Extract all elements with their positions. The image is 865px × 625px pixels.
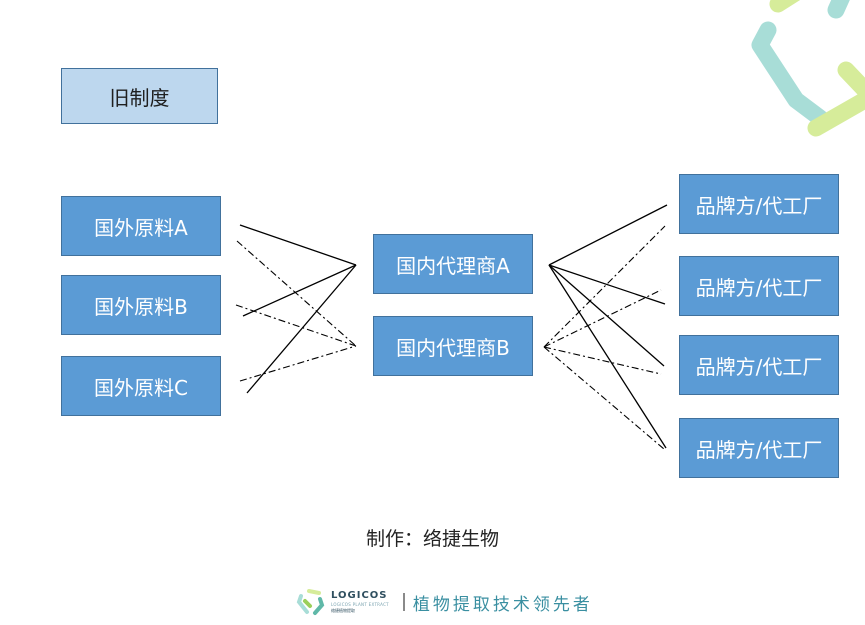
line-agent-a-brand-2	[548, 264, 666, 305]
supplier-label: 国外原料C	[94, 375, 188, 400]
footer-slogan: 植物提取技术领先者	[412, 594, 593, 615]
supplier-box-c: 国外原料C	[61, 356, 221, 416]
line-supplier-b-agent-b	[235, 304, 357, 347]
line-agent-b-brand-3	[543, 346, 662, 375]
supplier-box-b: 国外原料B	[61, 275, 221, 335]
line-agent-b-brand-4	[543, 346, 665, 450]
logo-subtitle: LOGICOS PLANT EXTRACT	[331, 602, 389, 607]
line-supplier-c-agent-b	[239, 345, 357, 382]
line-agent-b-brand-1	[543, 225, 666, 348]
line-supplier-a-agent-b	[236, 240, 357, 347]
brand-label: 品牌方/代工厂	[695, 437, 823, 462]
brand-label: 品牌方/代工厂	[695, 193, 823, 218]
agent-box-b: 国内代理商B	[373, 316, 533, 376]
agent-box-a: 国内代理商A	[373, 234, 533, 294]
logo-wordmark: LOGICOS LOGICOS PLANT EXTRACT 络捷植物提取	[331, 591, 389, 613]
line-supplier-c-agent-a	[246, 264, 357, 394]
credit-text: 制作：络捷生物	[365, 528, 499, 550]
brand-box-3: 品牌方/代工厂	[679, 335, 839, 395]
deco-lime-shape	[769, 0, 801, 13]
supplier-label: 国外原料A	[94, 215, 188, 240]
brand-label: 品牌方/代工厂	[695, 354, 823, 379]
line-agent-a-brand-1	[548, 204, 668, 266]
logo-name: LOGICOS	[331, 590, 388, 601]
legend-old-system-box: 旧制度	[61, 68, 218, 124]
line-agent-a-brand-4	[548, 264, 667, 449]
line-supplier-a-agent-a	[239, 224, 357, 266]
brand-label: 品牌方/代工厂	[695, 275, 823, 300]
deco-lime-shape-2	[837, 61, 865, 99]
logicos-logo-icon	[296, 589, 325, 615]
brand-box-4: 品牌方/代工厂	[679, 418, 839, 478]
legend-label: 旧制度	[109, 85, 170, 110]
logo-chinese-name: 络捷植物提取	[331, 608, 355, 613]
line-supplier-b-agent-a	[242, 264, 357, 317]
agent-label: 国内代理商A	[396, 253, 510, 278]
footer-divider	[402, 593, 405, 611]
brand-box-2: 品牌方/代工厂	[679, 256, 839, 316]
line-agent-a-brand-3	[548, 264, 665, 367]
line-agent-b-brand-2	[543, 289, 662, 348]
supplier-box-a: 国外原料A	[61, 196, 221, 256]
agent-label: 国内代理商B	[396, 335, 510, 360]
supplier-label: 国外原料B	[94, 294, 188, 319]
deco-teal-shape	[751, 21, 829, 127]
brand-box-1: 品牌方/代工厂	[679, 174, 839, 234]
deco-teal-shape-2	[827, 0, 850, 19]
deco-lime-shape-3	[807, 91, 865, 137]
footer-branding: LOGICOS LOGICOS PLANT EXTRACT 络捷植物提取 植物提…	[295, 584, 593, 620]
